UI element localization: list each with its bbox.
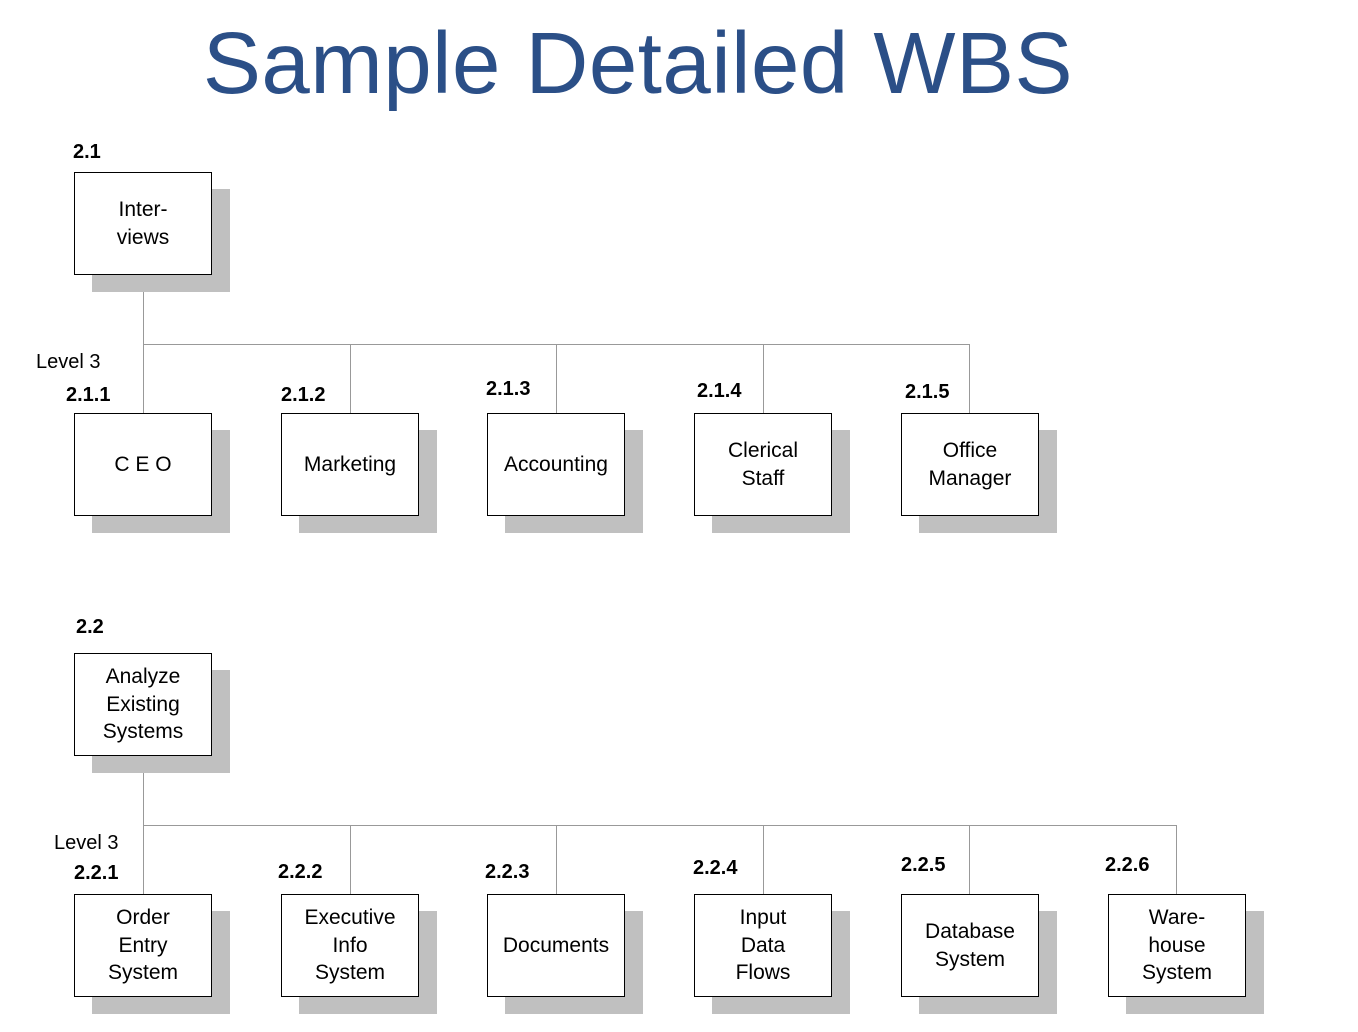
wbs-code: 2.1.5 — [905, 381, 950, 403]
wbs-box-clerical-staff: Clerical Staff — [694, 413, 832, 516]
connector-drop — [969, 344, 970, 413]
wbs-code: 2.1.3 — [486, 378, 531, 400]
wbs-code: 2.1.2 — [281, 384, 326, 406]
wbs-box-order-entry-system: Order Entry System — [74, 894, 212, 997]
connector-parent-down — [143, 276, 144, 345]
wbs-code-parent: 2.1 — [73, 141, 101, 163]
wbs-code-parent: 2.2 — [76, 616, 104, 638]
connector-horizontal-bar — [143, 825, 1177, 826]
wbs-code: 2.2.1 — [74, 862, 119, 884]
connector-drop — [556, 344, 557, 413]
wbs-box-analyze-existing-systems: Analyze Existing Systems — [74, 653, 212, 756]
connector-drop — [969, 825, 970, 894]
wbs-box-office-manager: Office Manager — [901, 413, 1039, 516]
wbs-code: 2.2.6 — [1105, 854, 1150, 876]
connector-drop — [1176, 825, 1177, 894]
connector-drop — [350, 344, 351, 413]
wbs-box-documents: Documents — [487, 894, 625, 997]
wbs-code: 2.2.4 — [693, 857, 738, 879]
wbs-box-marketing: Marketing — [281, 413, 419, 516]
connector-drop — [763, 825, 764, 894]
wbs-box-warehouse-system: Ware- house System — [1108, 894, 1246, 997]
level-label: Level 3 — [36, 351, 101, 373]
connector-drop — [763, 344, 764, 413]
connector-drop — [556, 825, 557, 894]
wbs-code: 2.1.4 — [697, 380, 742, 402]
connector-drop — [143, 825, 144, 894]
page-title: Sample Detailed WBS — [202, 15, 1074, 112]
connector-parent-down — [143, 757, 144, 826]
wbs-box-input-data-flows: Input Data Flows — [694, 894, 832, 997]
level-label: Level 3 — [54, 832, 119, 854]
connector-drop — [143, 344, 144, 413]
wbs-code: 2.2.3 — [485, 861, 530, 883]
wbs-box-ceo: C E O — [74, 413, 212, 516]
wbs-box-executive-info-system: Executive Info System — [281, 894, 419, 997]
wbs-box-accounting: Accounting — [487, 413, 625, 516]
wbs-code: 2.2.5 — [901, 854, 946, 876]
wbs-box-interviews: Inter- views — [74, 172, 212, 275]
wbs-code: 2.2.2 — [278, 861, 323, 883]
wbs-code: 2.1.1 — [66, 384, 111, 406]
wbs-box-database-system: Database System — [901, 894, 1039, 997]
connector-drop — [350, 825, 351, 894]
